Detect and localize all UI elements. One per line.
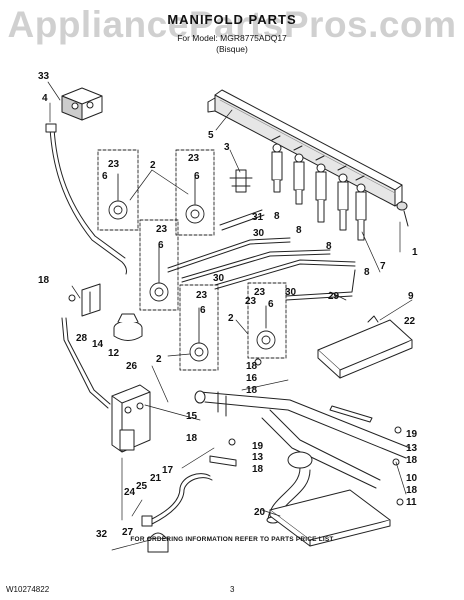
callout-30: 30 (285, 287, 297, 298)
flex-hose (141, 473, 213, 527)
callout-28: 28 (76, 333, 88, 344)
callout-18: 18 (38, 275, 50, 286)
watermark: AppliancePartsPros.com (7, 4, 457, 45)
callout-18: 18 (406, 485, 418, 496)
callout-8: 8 (364, 267, 370, 278)
callout-21: 21 (150, 473, 162, 484)
callout-33: 33 (38, 71, 50, 82)
callout-18: 18 (246, 385, 258, 396)
callout-23: 23 (108, 159, 120, 170)
heat-shield-22 (317, 315, 413, 379)
callout-18: 18 (252, 464, 264, 475)
callout-6: 6 (200, 305, 206, 316)
regulator-12 (113, 313, 143, 341)
callout-13: 13 (406, 443, 418, 454)
burner-valves (271, 135, 367, 241)
callout-23: 23 (156, 224, 168, 235)
callout-26: 26 (126, 361, 138, 372)
document-number: W10274822 (6, 585, 50, 594)
manifold-rail (207, 89, 403, 207)
callout-6: 6 (194, 171, 200, 182)
callout-24: 24 (124, 487, 136, 498)
callout-9: 9 (408, 291, 414, 302)
orifice-assemblies (97, 149, 287, 371)
callout-16: 16 (246, 373, 258, 384)
main-gas-tube (45, 123, 127, 275)
callout-6: 6 (102, 171, 108, 182)
callout-18: 18 (406, 455, 418, 466)
clamp-27 (147, 532, 169, 553)
callout-20: 20 (254, 507, 266, 518)
callout-18: 18 (246, 361, 258, 372)
callout-2: 2 (228, 313, 234, 324)
callout-23: 23 (254, 287, 266, 298)
bracket-28 (81, 283, 101, 317)
callout-30: 30 (253, 228, 265, 239)
callout-8: 8 (326, 241, 332, 252)
igniters (209, 405, 373, 467)
callout-10: 10 (406, 473, 418, 484)
pressure-regulator-top (61, 87, 103, 121)
callout-15: 15 (186, 411, 198, 422)
callout-25: 25 (136, 481, 148, 492)
page-title: MANIFOLD PARTS (167, 12, 297, 27)
callout-18: 18 (186, 433, 198, 444)
bottom-shield-20 (269, 489, 391, 547)
callout-27: 27 (122, 527, 134, 538)
oven-burner (194, 390, 411, 524)
model-line: For Model: MGR8775ADQ17 (177, 33, 287, 43)
callout-23: 23 (196, 290, 208, 301)
callout-13: 13 (252, 452, 264, 463)
callout-4: 4 (42, 93, 48, 104)
callout-29: 29 (328, 291, 340, 302)
callout-2: 2 (150, 160, 156, 171)
callout-11: 11 (406, 497, 417, 508)
page-number: 3 (230, 585, 235, 594)
callout-22: 22 (404, 316, 416, 327)
lower-gas-tube (61, 317, 111, 409)
burner-tubes (167, 209, 356, 301)
callout-17: 17 (162, 465, 174, 476)
gas-valve-body (111, 384, 201, 453)
callout-30: 30 (213, 273, 225, 284)
screws (68, 294, 404, 506)
callout-5: 5 (208, 130, 214, 141)
color-line: (Bisque) (216, 44, 248, 54)
callout-2: 2 (156, 354, 162, 365)
callout-19: 19 (252, 441, 264, 452)
callout-8: 8 (274, 211, 280, 222)
callout-6: 6 (158, 240, 164, 251)
callout-19: 19 (406, 429, 418, 440)
leader-lines (47, 81, 413, 551)
callout-6: 6 (268, 299, 274, 310)
callout-31: 31 (252, 212, 264, 223)
callout-12: 12 (108, 348, 120, 359)
callout-23: 23 (245, 296, 257, 307)
callout-23: 23 (188, 153, 200, 164)
ordering-note: FOR ORDERING INFORMATION REFER TO PARTS … (130, 536, 334, 543)
valve-part-3 (229, 169, 253, 193)
callout-14: 14 (92, 339, 104, 350)
callout-3: 3 (224, 142, 230, 153)
callout-7: 7 (380, 261, 386, 272)
callout-1: 1 (412, 247, 418, 258)
callout-8: 8 (296, 225, 302, 236)
callout-32: 32 (96, 529, 108, 540)
rail-fitting (396, 201, 409, 227)
